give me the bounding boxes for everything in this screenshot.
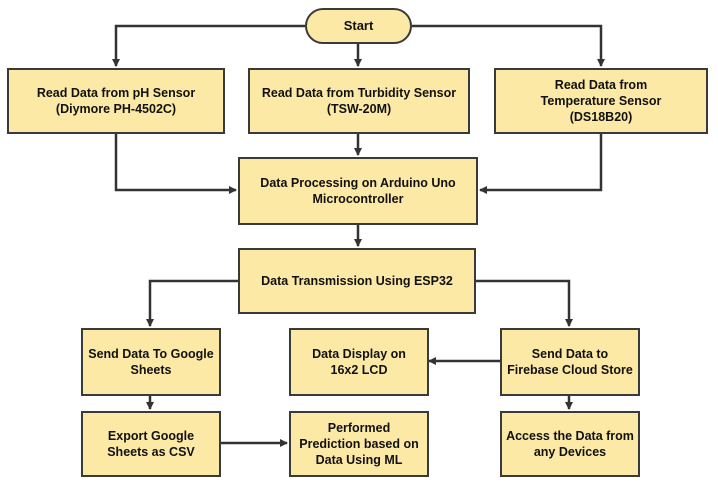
ph-sensor-node: Read Data from pH Sensor (Diymore PH-450… (7, 68, 225, 134)
edge-temperature-processing (479, 133, 603, 194)
edge-start-ph (112, 24, 305, 67)
lcd-display-node: Data Display on 16x2 LCD (289, 328, 429, 396)
google-sheets-node: Send Data To Google Sheets (81, 328, 221, 396)
firebase-node: Send Data to Firebase Cloud Store (500, 328, 640, 396)
edge-start-temperature (412, 24, 605, 67)
temperature-sensor-node: Read Data from Temperature Sensor (DS18B… (494, 68, 708, 134)
access-devices-node: Access the Data from any Devices (500, 411, 640, 477)
processing-node: Data Processing on Arduino Uno Microcont… (238, 157, 478, 225)
turbidity-sensor-node: Read Data from Turbidity Sensor (TSW-20M… (248, 68, 470, 134)
export-csv-node: Export Google Sheets as CSV (81, 411, 221, 477)
edge-transmission-firebase (475, 279, 573, 327)
ml-prediction-node: Performed Prediction based on Data Using… (289, 411, 429, 477)
transmission-node: Data Transmission Using ESP32 (238, 248, 476, 314)
edge-ph-processing (114, 133, 237, 194)
start-node: Start (305, 8, 412, 44)
edge-transmission-google (146, 279, 238, 327)
